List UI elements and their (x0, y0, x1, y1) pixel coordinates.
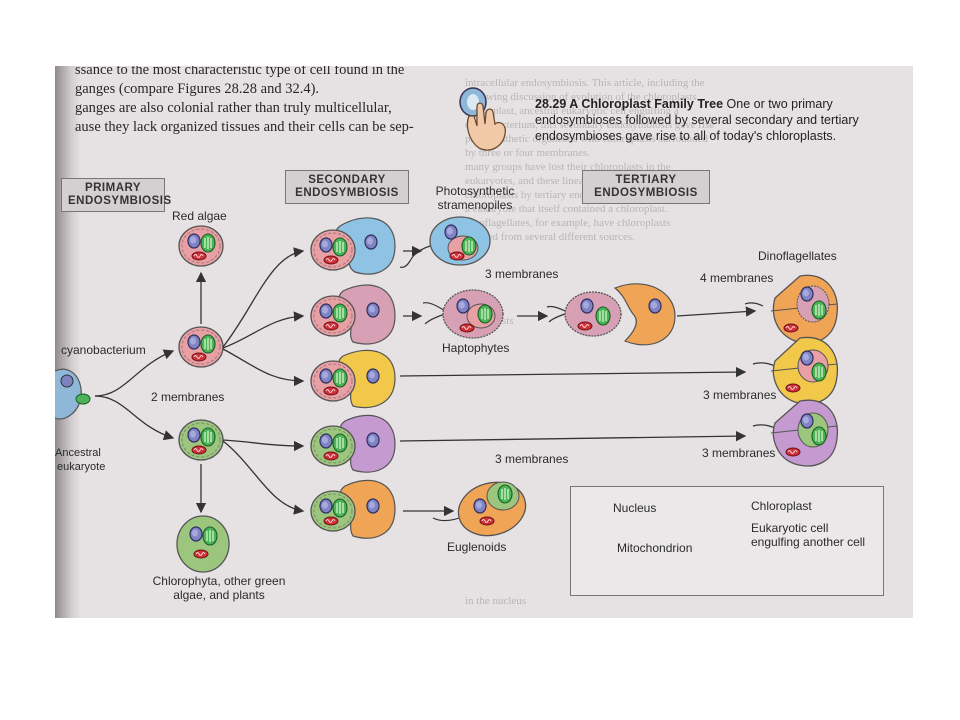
chlorophyta-cell (176, 515, 230, 573)
ancestral-eukaryote-cell (55, 368, 91, 420)
label-4-membranes: 4 membranes (700, 271, 774, 285)
intro-line: ssance to the most characteristic type o… (75, 66, 405, 78)
secondary-cell-pink (311, 284, 396, 345)
background-text-line: cyanobacterium, this secondary endosymbi… (465, 119, 715, 131)
primary-green-cell (179, 420, 223, 460)
intro-line: ganges (compare Figures 28.28 and 32.4). (75, 81, 320, 97)
label-euglenoids: Euglenoids (447, 540, 507, 554)
phase-tertiary-label: TERTIARY ENDOSYMBIOSIS (594, 174, 698, 199)
label-photosynthetic-stramenopiles: Photosynthetic stramenopiles (435, 184, 515, 212)
euglenoid-cell (432, 481, 527, 537)
background-text-line: following discussion of evolution of the… (465, 91, 697, 103)
secondary-cell-orange (311, 479, 396, 539)
background-text-line: derived from several different sources. (465, 231, 635, 243)
background-text-line: by three or four membranes. (465, 147, 590, 159)
figure-caption: 28.29 A Chloroplast Family Tree One or t… (535, 96, 895, 144)
intro-text: ssance to the most characteristic type o… (75, 66, 445, 137)
label-dinoflagellates: Dinoflagellates (758, 249, 837, 263)
haptophyte-cell (422, 289, 504, 339)
primary-red-cell (179, 327, 223, 367)
label-3-membranes-dino-2: 3 membranes (702, 446, 776, 460)
background-text-line: photosynthetic organisms with chloroplas… (465, 133, 708, 145)
phase-primary-label: PRIMARY ENDOSYMBIOSIS (68, 182, 172, 207)
label-red-algae: Red algae (172, 209, 227, 223)
intro-line: ause they lack organized tissues and the… (75, 119, 414, 135)
dinoflagellate-cell-purple (752, 399, 839, 467)
legend-chloroplast-label: Chloroplast (751, 499, 812, 513)
intro-line: ganges are also colonial rather than tru… (75, 100, 392, 116)
stramenopile-cell (399, 216, 491, 268)
label-3-membranes-stramenopiles: 3 membranes (485, 267, 559, 281)
label-3-membranes-dino-1: 3 membranes (703, 388, 777, 402)
background-text-line: intracellular endosymbiosis. This articl… (465, 77, 705, 89)
textbook-page: intracellular endosymbiosis. This articl… (55, 66, 913, 618)
label-3-membranes-euglenoids: 3 membranes (495, 452, 569, 466)
tertiary-engulfing-cell (546, 283, 676, 346)
legend-box: Nucleus Chloroplast Mitochondrion Eukary… (570, 486, 884, 596)
phase-primary: PRIMARY ENDOSYMBIOSIS (61, 178, 171, 212)
label-2-membranes: 2 membranes (151, 390, 225, 404)
legend-mitochondrion-label: Mitochondrion (617, 541, 693, 555)
dinoflagellate-cell-orange (744, 274, 838, 344)
background-text-line: dinoflagellates, for example, have chlor… (465, 217, 671, 229)
figure-title: 28.29 A Chloroplast Family Tree (535, 97, 724, 111)
legend-nucleus-label: Nucleus (613, 501, 657, 515)
legend-engulfing-label: Eukaryotic cell engulfing another cell (751, 521, 866, 549)
phase-secondary-label: SECONDARY ENDOSYMBIOSIS (295, 174, 399, 199)
background-text-line: a eukaryote that itself contained a chlo… (465, 203, 668, 215)
label-cyanobacterium: cyanobacterium (61, 343, 146, 357)
figure-text: One or two primary endosymbioses followe… (535, 97, 859, 143)
background-text-line: chloroplast, ancestral eukaryotic cell e… (465, 105, 679, 117)
phase-secondary: SECONDARY ENDOSYMBIOSIS (285, 170, 409, 204)
secondary-cell-blue (311, 217, 396, 275)
label-haptophytes: Haptophytes (442, 341, 510, 355)
label-chlorophyta: Chlorophyta, other green algae, and plan… (152, 574, 286, 602)
hand-mouse-icon (459, 87, 506, 151)
red-algae-cell (179, 226, 223, 266)
label-ancestral-1: Ancestral (55, 447, 101, 459)
secondary-cell-yellow (311, 349, 396, 409)
label-ancestral-2: eukaryote (57, 461, 106, 473)
secondary-cell-purple (311, 414, 396, 473)
phase-tertiary: TERTIARY ENDOSYMBIOSIS (582, 170, 710, 204)
dinoflagellate-cell-yellow (752, 336, 839, 405)
background-text-line: in the nucleus (465, 595, 527, 607)
